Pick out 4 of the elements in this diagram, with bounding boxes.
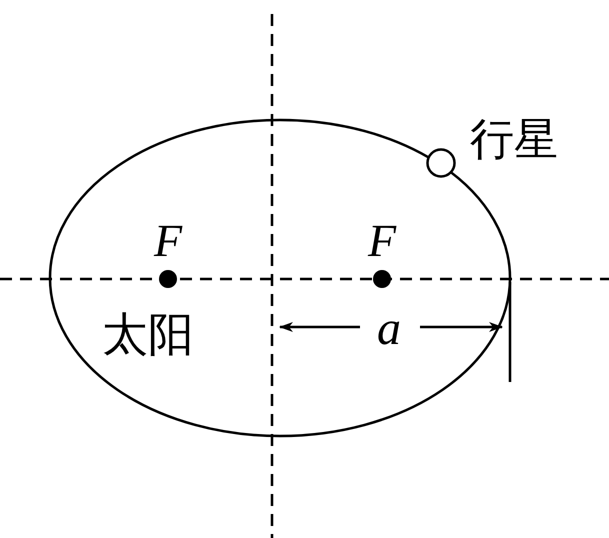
- focus-label: F: [368, 218, 396, 264]
- sun-label: 太阳: [102, 312, 194, 358]
- focus-label: F: [154, 218, 182, 264]
- planet-label: 行星: [470, 118, 558, 162]
